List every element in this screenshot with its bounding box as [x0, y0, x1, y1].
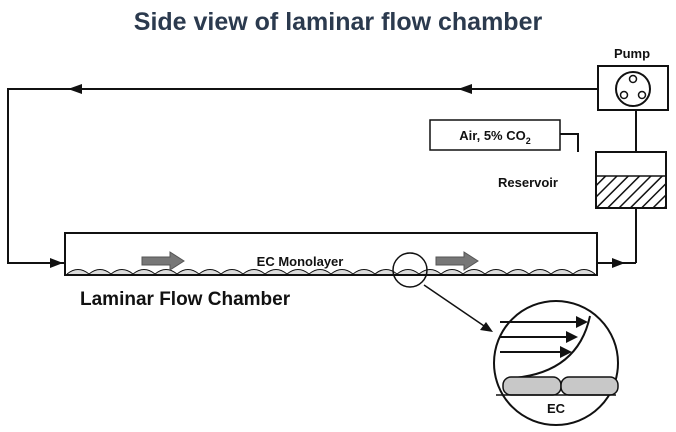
ec-cell: [484, 269, 508, 275]
pump-roller: [637, 90, 647, 100]
velocity-arrowhead: [576, 316, 588, 328]
flow-arrowheads: [50, 84, 625, 268]
ec-cell: [176, 269, 200, 275]
ec-cell: [154, 269, 178, 275]
ec-cell: [418, 269, 442, 275]
flow-arrow-left: [141, 251, 185, 271]
ec-cell: [88, 269, 112, 275]
chamber-label: Laminar Flow Chamber: [80, 289, 291, 310]
air-box: [429, 119, 561, 151]
gas-supply: Air, 5% CO2: [429, 119, 561, 151]
pump-label: Pump: [614, 46, 650, 61]
ec-cell: [110, 269, 134, 275]
return-tube: [7, 88, 598, 264]
magnifier-arrowhead: [480, 322, 493, 332]
laminar-flow-chamber: EC Monolayer Laminar Flow Chamber: [64, 232, 598, 310]
ec-cell: [440, 269, 464, 275]
magnified-inset: EC: [392, 252, 619, 426]
arrowhead-chamber-inlet: [50, 258, 63, 268]
velocity-arrowheads: [560, 316, 588, 358]
velocity-profile-curve: [513, 315, 591, 379]
air-label-text: Air, 5% CO: [459, 128, 525, 143]
pump-roller: [628, 74, 638, 84]
flow-arrow-right: [435, 251, 479, 271]
chamber-body: [64, 232, 598, 276]
ec-cell: [506, 269, 530, 275]
ec-monolayer-cells: [66, 269, 596, 275]
ec-cell: [264, 269, 288, 275]
ec-cell: [374, 269, 398, 275]
ec-cell: [66, 269, 90, 275]
velocity-arrowhead: [566, 331, 578, 343]
arrowhead-chamber-outlet: [612, 258, 625, 268]
ec-cell: [198, 269, 222, 275]
ec-cell: [242, 269, 266, 275]
ec-cell: [132, 269, 156, 275]
air-label: Air, 5% CO2: [459, 128, 530, 146]
reservoir-fluid: [597, 176, 665, 207]
velocity-profile: [500, 315, 591, 379]
arrowhead-left-top-1: [68, 84, 82, 94]
ec-cell: [220, 269, 244, 275]
air-label-subscript: 2: [526, 136, 531, 146]
ec-cell: [286, 269, 310, 275]
inset-cell-left: [502, 376, 562, 396]
ec-cell: [528, 269, 552, 275]
ec-cell: [550, 269, 574, 275]
page-title: Side view of laminar flow chamber: [134, 8, 543, 36]
inset-ec-label: EC: [547, 401, 566, 416]
reservoir-label: Reservoir: [498, 175, 558, 190]
reservoir: Reservoir: [498, 151, 667, 209]
pump-roller: [619, 90, 629, 100]
ec-cell: [396, 269, 420, 275]
magnifier-circle: [392, 252, 428, 288]
ec-cell: [308, 269, 332, 275]
gas-line: [560, 133, 579, 152]
flow-loop: [7, 88, 637, 264]
ec-monolayer-label: EC Monolayer: [257, 254, 344, 269]
ec-cell: [330, 269, 354, 275]
ec-cell: [462, 269, 486, 275]
inset-cell-right: [560, 376, 619, 396]
arrowhead-left-top-2: [458, 84, 472, 94]
ec-cell: [352, 269, 376, 275]
magnifier-leader: [423, 284, 491, 331]
ec-cell: [572, 269, 596, 275]
pump: Pump: [597, 46, 669, 111]
velocity-arrowhead: [560, 346, 572, 358]
